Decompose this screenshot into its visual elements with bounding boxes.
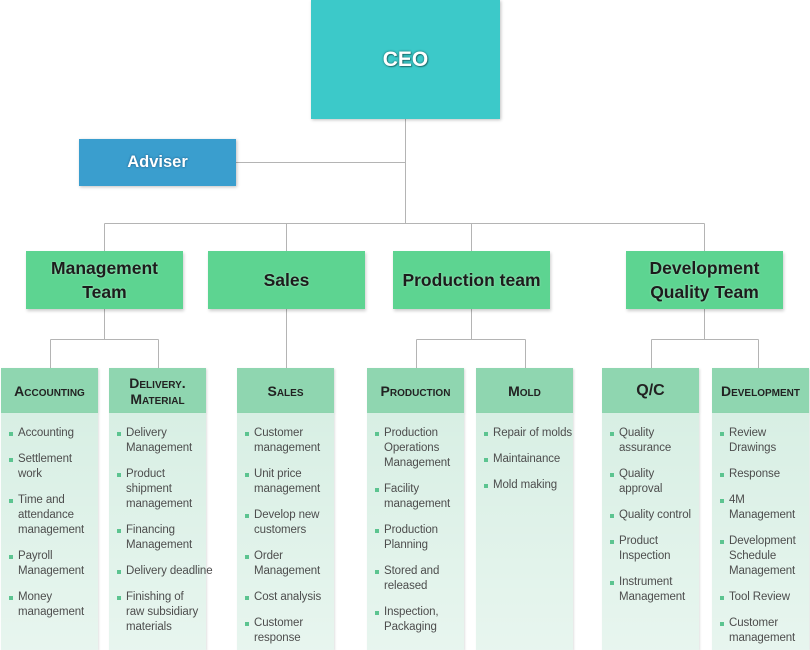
task-list: Review Drawings Response 4M Management D… xyxy=(712,413,809,650)
list-item: Money management xyxy=(9,590,98,620)
ceo-label: CEO xyxy=(382,47,429,71)
list-item: Stored and released xyxy=(375,564,464,594)
team-box-management: Management Team xyxy=(26,251,183,309)
task-list: Repair of molds Maintainance Mold making xyxy=(476,413,573,650)
department-header: Development xyxy=(712,368,809,413)
department-title: Q/C xyxy=(636,381,665,399)
list-item: Customer management xyxy=(245,426,334,456)
team-box-sales: Sales xyxy=(208,251,365,309)
department-mold: Mold Repair of molds Maintainance Mold m… xyxy=(476,368,573,650)
task-list: Quality assurance Quality approval Quali… xyxy=(602,413,699,650)
list-item: Product Inspection xyxy=(610,534,699,564)
list-item: Financing Management xyxy=(117,523,206,553)
list-item: Quality approval xyxy=(610,467,699,497)
list-item: Customer response xyxy=(245,616,334,646)
team-label: Production team xyxy=(402,270,541,290)
list-item: Delivery deadline xyxy=(117,565,213,577)
department-header: Delivery. Material xyxy=(109,368,206,413)
task-list: Customer management Unit price managemen… xyxy=(237,413,334,650)
department-title: Accounting xyxy=(14,382,85,399)
task-list: Accounting Settlement work Time and atte… xyxy=(1,413,98,650)
list-item: Finishing of raw subsidiary materials xyxy=(117,590,206,635)
list-item: Payroll Management xyxy=(9,549,98,579)
department-header: Production xyxy=(367,368,464,413)
list-item: 4M Management xyxy=(720,493,809,523)
list-item: Facility management xyxy=(375,482,464,512)
list-item: Cost analysis xyxy=(245,590,334,605)
department-header: Mold xyxy=(476,368,573,413)
list-item: Inspection, Packaging xyxy=(375,605,464,635)
task-list: Production Operations Management Facilit… xyxy=(367,413,464,650)
list-item: Develop new customers xyxy=(245,508,334,538)
department-title: Sales xyxy=(267,382,304,399)
adviser-box: Adviser xyxy=(79,139,236,186)
team-box-production: Production team xyxy=(393,251,550,309)
department-delivery-material: Delivery. Material Delivery Management P… xyxy=(109,368,213,650)
department-title: Mold xyxy=(508,382,541,399)
department-header: Accounting xyxy=(1,368,98,413)
team-label: Development Quality Team xyxy=(649,258,760,302)
team-box-development-quality: Development Quality Team xyxy=(626,251,783,309)
department-title: Development xyxy=(720,382,800,399)
team-label: Sales xyxy=(263,270,310,290)
list-item: Review Drawings xyxy=(720,426,809,456)
department-title: Production xyxy=(380,382,451,399)
list-item: Accounting xyxy=(9,426,98,441)
list-item: Time and attendance management xyxy=(9,493,98,538)
list-item: Order Management xyxy=(245,549,334,579)
list-item: Settlement work xyxy=(9,452,98,482)
list-item: Delivery Management xyxy=(117,426,206,456)
department-title: Delivery. Material xyxy=(129,374,186,407)
team-label: Management Team xyxy=(51,258,158,302)
department-production: Production Production Operations Managem… xyxy=(367,368,464,650)
list-item: Instrument Management xyxy=(610,575,699,605)
list-item: Product shipment management xyxy=(117,467,206,512)
list-item: Quality control xyxy=(610,508,699,523)
ceo-box: CEO xyxy=(311,0,500,119)
list-item: Response xyxy=(720,467,809,482)
list-item: Production Planning xyxy=(375,523,464,553)
list-item: Development Schedule Management xyxy=(720,534,809,579)
list-item: Repair of molds xyxy=(484,427,573,439)
adviser-label: Adviser xyxy=(127,153,188,171)
list-item: Production Operations Management xyxy=(375,426,464,471)
department-accounting: Accounting Accounting Settlement work Ti… xyxy=(1,368,98,650)
task-list: Delivery Management Product shipment man… xyxy=(109,413,213,650)
list-item: Unit price management xyxy=(245,467,334,497)
list-item: Mold making xyxy=(484,478,573,493)
department-header: Sales xyxy=(237,368,334,413)
department-development: Development Review Drawings Response 4M … xyxy=(712,368,809,650)
list-item: Maintainance xyxy=(484,452,573,467)
list-item: Customer management xyxy=(720,616,809,646)
list-item: Quality assurance xyxy=(610,426,699,456)
department-qc: Q/C Quality assurance Quality approval Q… xyxy=(602,368,699,650)
department-header: Q/C xyxy=(602,368,699,413)
list-item: Tool Review xyxy=(720,590,809,605)
department-sales: Sales Customer management Unit price man… xyxy=(237,368,334,650)
